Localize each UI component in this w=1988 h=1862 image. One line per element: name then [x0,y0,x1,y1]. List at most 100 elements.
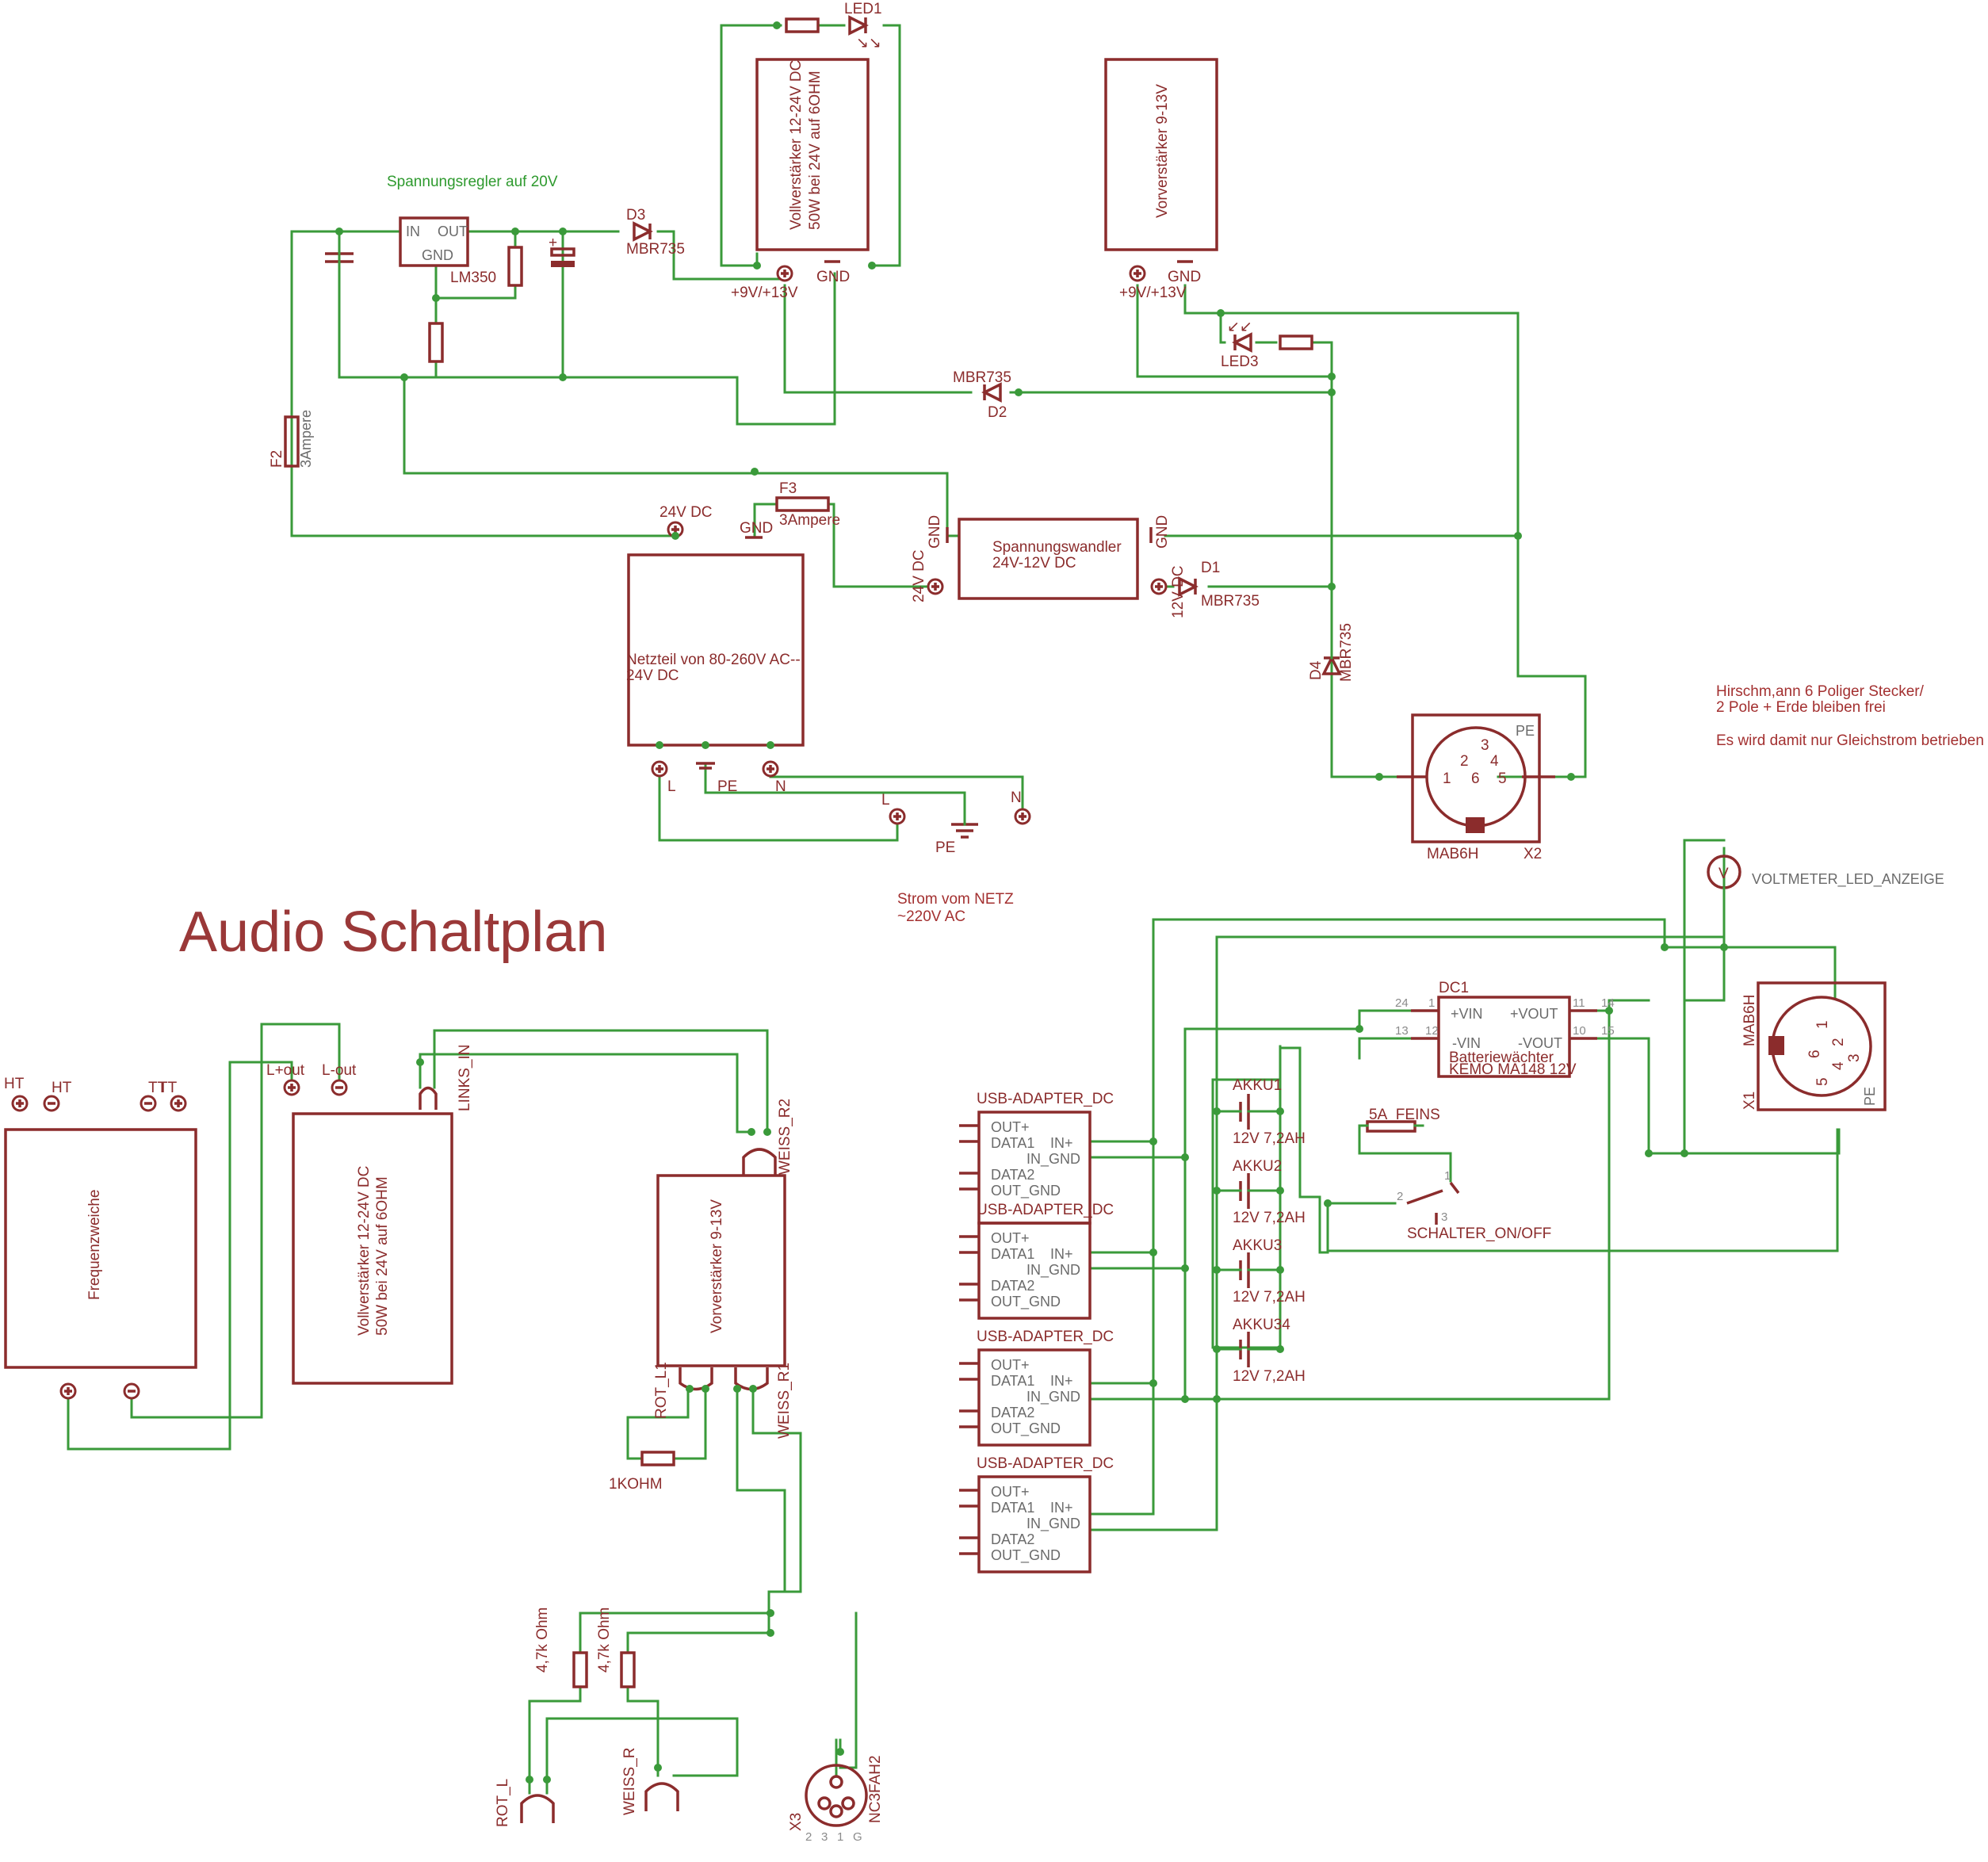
mains-note-line2: ~220V AC [897,908,965,925]
regulator-resistor-2 [428,322,444,363]
svg-text:TT: TT [159,1080,178,1096]
svg-text:1KOHM: 1KOHM [609,1476,663,1493]
led3: LED3 ↙↙ [1221,319,1259,370]
svg-text:MAB6H: MAB6H [1427,846,1478,862]
jack-weiss-r: WEISS_R [621,1747,679,1815]
preamp-audio: Vorverstärker 9-13V WEISS_R2 ROT_L1 WEIS… [653,1099,793,1439]
svg-text:AKKU1: AKKU1 [1233,1077,1282,1094]
svg-text:WEISS_R: WEISS_R [621,1747,638,1815]
svg-text:V: V [1718,866,1729,882]
svg-text:OUT+: OUT+ [991,1230,1030,1246]
svg-text:MBR735: MBR735 [953,369,1011,386]
svg-text:VOLTMETER_LED_ANZEIGE: VOLTMETER_LED_ANZEIGE [1752,871,1944,888]
svg-text:Vorverstärker 9-13V: Vorverstärker 9-13V [709,1199,725,1333]
akku-34: AKKU34 12V 7,2AH [1215,1317,1306,1385]
svg-text:IN+: IN+ [1050,1135,1073,1151]
svg-text:OUT+: OUT+ [991,1484,1030,1500]
battery-monitor-dc1: DC1 +VIN +VOUT -VIN -VOUT Batteriewächte… [1395,980,1615,1078]
svg-text:AKKU3: AKKU3 [1233,1237,1282,1254]
power-supply-unit: Netzteil von 80-260V AC-- 24V DC 24V DC … [626,504,805,795]
svg-text:KEMO MA148 12V: KEMO MA148 12V [1449,1061,1577,1078]
svg-text:24V DC: 24V DC [659,504,713,521]
svg-text:OUT: OUT [438,224,468,239]
voltage-converter: Spannungswandler 24V-12V DC GND 24V DC G… [911,515,1187,618]
svg-text:PE: PE [935,839,955,856]
voltmeter: V VOLTMETER_LED_ANZEIGE [1707,855,1944,949]
resistor-4k7-a: 4,7k Ohm [534,1608,588,1688]
svg-text:24V DC: 24V DC [911,549,927,602]
svg-text:4,7k Ohm: 4,7k Ohm [596,1608,613,1673]
svg-text:13: 13 [1395,1024,1409,1038]
diode-d2: MBR735 D2 [953,369,1011,421]
svg-text:WEISS_R1: WEISS_R1 [776,1363,793,1439]
svg-text:USB-ADAPTER_DC: USB-ADAPTER_DC [977,1455,1114,1472]
mains-terminals: L PE N [881,790,1031,856]
svg-text:4: 4 [1830,1061,1847,1070]
diode-d3: D3 MBR735 [626,207,685,258]
svg-text:MBR735: MBR735 [1338,623,1355,682]
svg-text:OUT_GND: OUT_GND [991,1183,1061,1199]
svg-text:X1: X1 [1741,1092,1758,1110]
svg-text:3: 3 [821,1830,828,1844]
svg-text:GND: GND [1168,269,1201,285]
power-wires [290,24,1587,842]
svg-text:↘↘: ↘↘ [856,35,881,52]
svg-text:+VOUT: +VOUT [1510,1006,1558,1022]
usb-adapter-1: USB-ADAPTER_DC OUT+ DATA1 DATA2 OUT_GND … [959,1091,1114,1225]
led1: LED1 ↘↘ [844,1,882,52]
svg-text:24V DC: 24V DC [626,667,679,684]
svg-text:AKKU2: AKKU2 [1233,1158,1282,1175]
svg-text:2: 2 [1830,1038,1847,1046]
svg-text:1: 1 [837,1830,843,1844]
svg-text:2: 2 [1460,753,1469,770]
svg-text:MBR735: MBR735 [626,241,685,258]
svg-text:F3: F3 [779,480,797,497]
preamp-top: Vorverstärker 9-13V +9V/+13V GND [1104,58,1218,301]
regulator-title: Spannungsregler auf 20V [387,174,558,190]
svg-text:NC3FAH2: NC3FAH2 [867,1755,884,1823]
svg-text:IN+: IN+ [1050,1500,1073,1516]
fuse-5a: 5A_FEINS [1358,1107,1440,1133]
svg-text:X3: X3 [788,1813,805,1831]
svg-text:12V 7,2AH: 12V 7,2AH [1233,1289,1306,1306]
svg-text:4,7k Ohm: 4,7k Ohm [534,1608,551,1673]
fuse-f2: F2 3Ampere [269,410,314,468]
svg-text:DATA1: DATA1 [991,1373,1034,1389]
junction-dots [335,21,1728,1784]
connector-x2: 3 2 4 1 6 5 PE MAB6H X2 [1397,713,1555,862]
svg-text:50W bei 24V auf 6OHM: 50W bei 24V auf 6OHM [374,1176,391,1336]
svg-text:MAB6H: MAB6H [1741,995,1758,1046]
svg-text:DATA1: DATA1 [991,1135,1034,1151]
connector-x3: 2 3 1 G X3 NC3FAH2 [788,1755,884,1844]
svg-text:-VOUT: -VOUT [1518,1035,1562,1051]
svg-text:N: N [1011,790,1022,806]
svg-text:N: N [775,778,786,795]
svg-text:3Ampere: 3Ampere [298,410,314,468]
svg-text:IN+: IN+ [1050,1246,1073,1262]
svg-text:+VIN: +VIN [1451,1006,1483,1022]
svg-text:IN_GND: IN_GND [1026,1389,1080,1405]
svg-text:LM350: LM350 [450,270,496,286]
svg-text:4: 4 [1490,753,1499,770]
svg-text:HT: HT [4,1076,25,1092]
regulator-resistor-1 [507,246,523,287]
x2-note-line1: Hirschm,ann 6 Poliger Stecker/ [1716,683,1925,700]
svg-text:PE: PE [717,778,737,795]
svg-text:OUT+: OUT+ [991,1119,1030,1135]
svg-text:Vorverstärker 9-13V: Vorverstärker 9-13V [1154,84,1171,218]
svg-text:+9V/+13V: +9V/+13V [1119,285,1187,301]
svg-text:L: L [667,778,676,795]
svg-text:AKKU34: AKKU34 [1233,1317,1290,1333]
x2-note-line3: Es wird damit nur Gleichstrom betrieben [1716,732,1984,749]
svg-text:12V 7,2AH: 12V 7,2AH [1233,1368,1306,1385]
svg-text:14: 14 [1601,996,1615,1010]
crossover: Frequenzweiche [4,1128,197,1400]
svg-text:IN_GND: IN_GND [1026,1516,1080,1532]
svg-text:2: 2 [1397,1190,1403,1203]
svg-text:-VIN: -VIN [1452,1035,1481,1051]
svg-text:GND: GND [927,515,943,549]
svg-text:3Ampere: 3Ampere [779,512,840,529]
svg-text:DC1: DC1 [1439,980,1469,996]
crossover-terminals: HT HT TT TT [4,1076,187,1112]
